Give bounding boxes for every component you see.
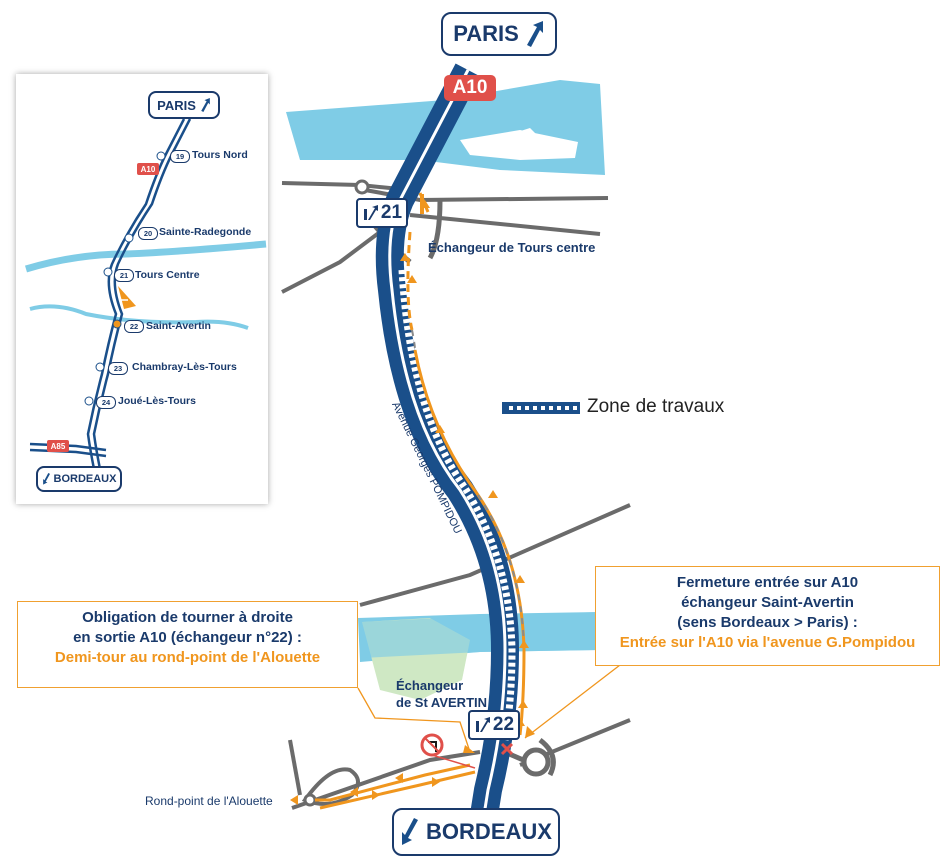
work-zone <box>398 269 516 741</box>
inset-paris-label: PARIS <box>157 97 196 113</box>
inset-exit-19-name: Tours Nord <box>192 149 248 161</box>
detour-arrows <box>290 200 529 805</box>
callout-left-line1: Obligation de tourner à droite <box>82 609 293 626</box>
callout-left-line3: Demi-tour au rond-point de l'Alouette <box>54 649 321 666</box>
inset-exit-20-name: Sainte-Radegonde <box>159 226 252 238</box>
inset-a85-badge: A85 <box>47 440 69 452</box>
detour-route-gray <box>411 329 525 651</box>
inset-exit-20-number: 20 <box>138 227 158 240</box>
a10-label: A10 <box>452 77 488 98</box>
callout-right: Fermeture entrée sur A10 échangeur Saint… <box>595 566 940 666</box>
label-rond-point-alouette: Rond-point de l'Alouette <box>145 794 273 808</box>
roundabout-alouette <box>303 793 317 807</box>
exit-icon <box>475 717 490 732</box>
inset-exit-22-number: 22 <box>124 320 144 333</box>
inset-overview-map: PARIS A10 A85 BORDEAUX 19 Tours Nord 20 … <box>16 74 268 504</box>
river-loire-island-2 <box>508 128 540 142</box>
a10-motorway-median <box>388 69 507 841</box>
label-echangeur-st-avertin-1: Échangeur <box>396 678 464 693</box>
roundabout-st-avertin <box>521 747 551 777</box>
exit-22-sign: 22 <box>468 710 520 740</box>
inset-a10-label: A10 <box>140 164 156 174</box>
no-left-turn-icon <box>420 733 444 757</box>
inset-exit-24-number: 24 <box>96 396 116 409</box>
callout-right-line3: (sens Bordeaux > Paris) : <box>677 614 858 631</box>
inset-exit-21-name: Tours Centre <box>135 269 200 281</box>
paris-label: PARIS <box>453 21 519 46</box>
callout-right-connector <box>524 664 621 739</box>
inset-exit-23-number: 23 <box>108 362 128 375</box>
legend-zone-travaux: Zone de travaux <box>587 396 725 417</box>
closure-x-icon <box>500 742 514 756</box>
callout-left-connector <box>357 687 471 753</box>
exit-22-number: 22 <box>492 714 515 735</box>
callout-left-line2: en sortie A10 (échangeur n°22) : <box>73 629 302 646</box>
inset-a10-badge: A10 <box>137 163 159 175</box>
inset-a85-label: A85 <box>50 441 66 451</box>
alouette-loop <box>301 767 360 806</box>
exit-21-number: 21 <box>380 202 403 223</box>
a10-badge: A10 <box>444 75 496 101</box>
inset-exit-23-name: Chambray-Lès-Tours <box>132 361 237 373</box>
inset-exit-24-name: Joué-Lès-Tours <box>118 395 196 407</box>
callout-right-line1: Fermeture entrée sur A10 <box>676 574 859 591</box>
inset-exit-21-number: 21 <box>114 269 134 282</box>
callout-right-line2: échangeur Saint-Avertin <box>681 594 854 611</box>
roundabout-north <box>354 179 370 195</box>
inset-map-graphic <box>24 118 267 470</box>
callout-right-line4: Entrée sur l'A10 via l'avenue G.Pompidou <box>619 634 916 651</box>
arrow-down-left-icon <box>402 818 419 845</box>
river-cher-2 <box>362 612 600 658</box>
arrow-up-right-icon <box>201 98 210 112</box>
bordeaux-label: BORDEAUX <box>426 819 552 844</box>
inset-paris-sign: PARIS <box>148 91 220 119</box>
exit-21-sign: 21 <box>356 198 408 228</box>
arrow-down-left-icon <box>42 473 50 485</box>
inset-bordeaux-sign: BORDEAUX <box>36 466 122 492</box>
inset-exit-19-number: 19 <box>170 150 190 163</box>
label-echangeur-tours-centre: Échangeur de Tours centre <box>428 240 596 255</box>
callout-left: Obligation de tourner à droite en sortie… <box>17 601 358 688</box>
inset-bordeaux-label: BORDEAUX <box>53 473 117 485</box>
no-turn-pointer <box>431 754 476 769</box>
work-marker <box>420 194 424 214</box>
exit-icon <box>363 205 378 220</box>
bordeaux-sign: BORDEAUX <box>392 808 560 856</box>
arrow-up-right-icon <box>526 21 543 47</box>
inset-exit-22-name: Saint-Avertin <box>146 320 211 332</box>
label-echangeur-st-avertin-2: de St AVERTIN <box>396 695 488 710</box>
paris-sign: PARIS <box>441 12 557 56</box>
river-loire-island <box>460 130 578 160</box>
